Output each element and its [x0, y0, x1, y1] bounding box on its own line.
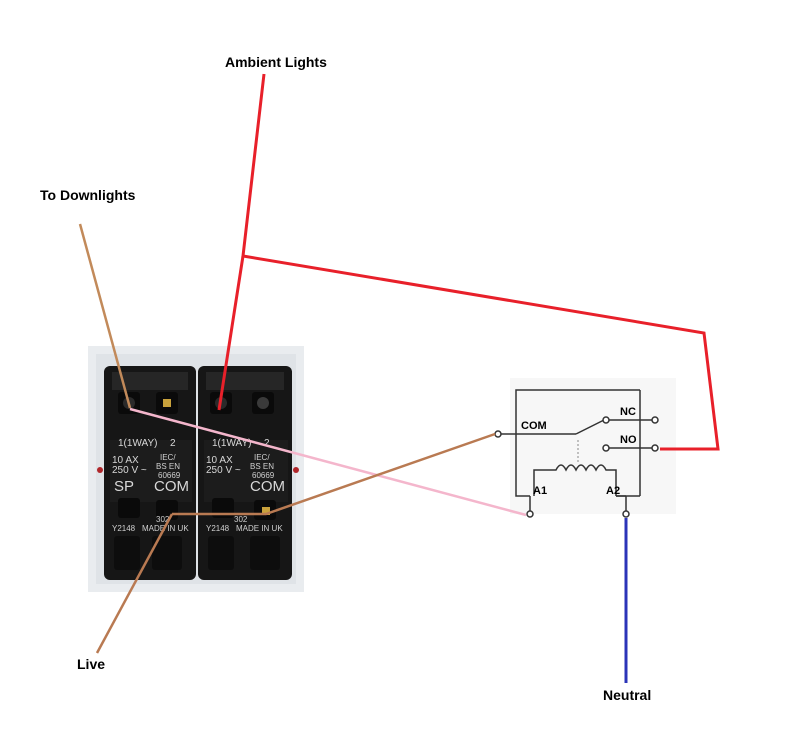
- switch-right-com: COM: [250, 478, 285, 495]
- wire-switched-to-a1: [129, 407, 527, 517]
- terminal-nc-inner: [602, 416, 610, 424]
- terminal-no-inner: [602, 444, 610, 452]
- terminal-a1: [526, 510, 534, 518]
- switch-right-std2: BS EN: [250, 462, 274, 471]
- relay-label-nc: NC: [620, 406, 636, 418]
- wire-ambient-lights: [241, 73, 720, 451]
- switch-right-code: Y2148: [206, 524, 230, 533]
- switch-module-right: 1(1WAY) 2 10 AX 250 V ~ IEC/ BS EN 60669…: [198, 366, 292, 580]
- switch-right-way: 1(1WAY): [212, 438, 251, 449]
- switch-right-std1: IEC/: [254, 453, 270, 462]
- switch-left-std1: IEC/: [160, 453, 176, 462]
- switch-right-std3: 60669: [252, 471, 275, 480]
- switch-left-std2: BS EN: [156, 462, 180, 471]
- wire-live-to-com: [172, 432, 496, 516]
- switch-left-rating: 10 AX: [112, 455, 139, 466]
- terminal-no: [651, 444, 659, 452]
- switch-left-voltage: 250 V ~: [112, 465, 147, 476]
- indicator-dot-right: [293, 467, 299, 473]
- switch-right-made: MADE IN UK: [236, 524, 283, 533]
- switch-left-std3: 60669: [158, 471, 181, 480]
- light-switch-photo: 1(1WAY) 2 10 AX 250 V ~ IEC/ BS EN 60669…: [88, 346, 304, 592]
- label-live: Live: [77, 656, 105, 672]
- relay-label-no: NO: [620, 434, 637, 446]
- switch-left-com: COM: [154, 478, 189, 495]
- label-neutral: Neutral: [603, 687, 651, 703]
- switch-right-rating: 10 AX: [206, 455, 233, 466]
- switch-left-model: 302: [156, 515, 170, 524]
- switch-right-voltage: 250 V ~: [206, 465, 241, 476]
- terminal-com: [494, 430, 502, 438]
- relay-schematic: COM NC NO A1 A2: [494, 378, 676, 518]
- switch-left-code: Y2148: [112, 524, 136, 533]
- wire-ambient-to-switch: [217, 255, 245, 411]
- relay-label-a2: A2: [606, 485, 620, 497]
- terminal-nc: [651, 416, 659, 424]
- wire-live: [95, 513, 174, 654]
- switch-module-left: 1(1WAY) 2 10 AX 250 V ~ IEC/ BS EN 60669…: [104, 366, 196, 580]
- relay-panel: [510, 378, 676, 514]
- relay-label-a1: A1: [533, 485, 547, 497]
- switch-left-made: MADE IN UK: [142, 524, 189, 533]
- relay-label-com: COM: [521, 420, 547, 432]
- terminal-a2: [622, 510, 630, 518]
- relay-frame: [515, 389, 640, 497]
- label-ambient-lights: Ambient Lights: [225, 54, 327, 70]
- relay-coil: [533, 464, 617, 496]
- switch-left-way: 1(1WAY): [118, 438, 157, 449]
- wire-to-downlights: [78, 223, 132, 409]
- switch-right-gang: 2: [264, 438, 270, 449]
- label-to-downlights: To Downlights: [40, 187, 136, 203]
- switch-right-model: 302: [234, 515, 248, 524]
- indicator-dot-left: [97, 467, 103, 473]
- switch-left-sp: SP: [114, 478, 134, 495]
- switch-left-gang: 2: [170, 438, 176, 449]
